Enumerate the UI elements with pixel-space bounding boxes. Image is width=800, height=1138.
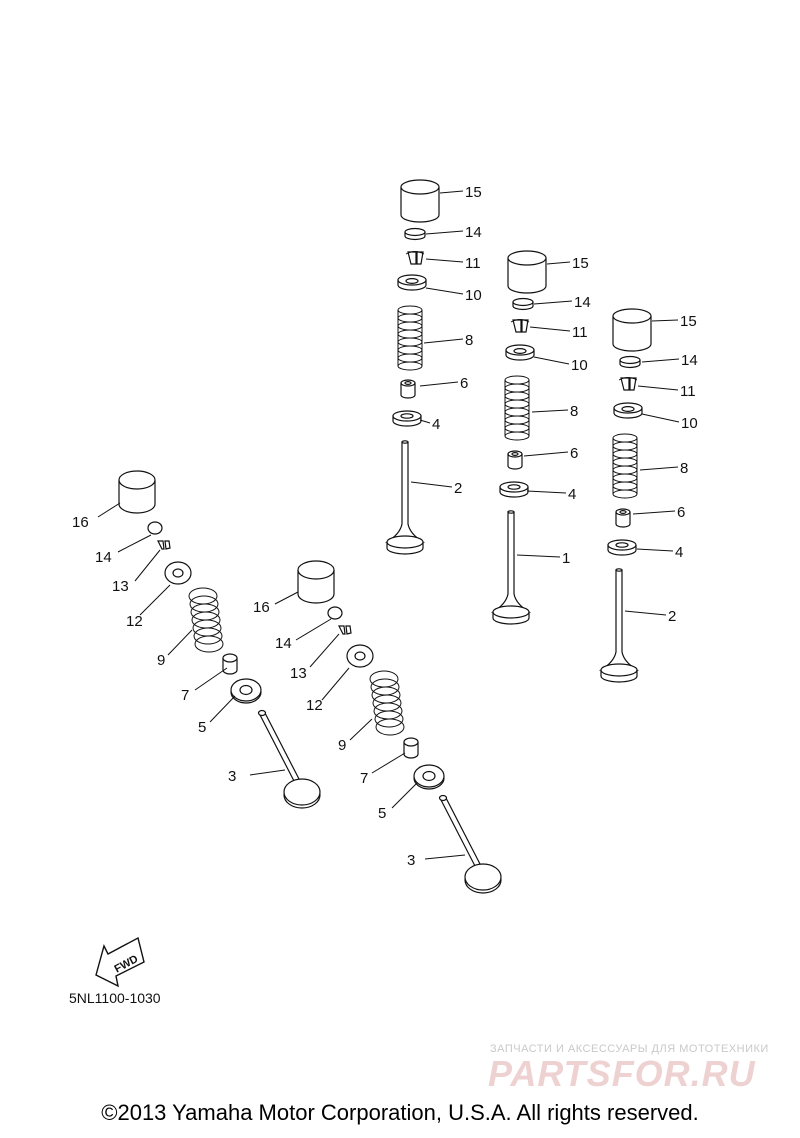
valve-cotter	[510, 318, 530, 333]
valve-assembly-a	[386, 179, 440, 555]
callouts-assembly-b: 15 14 11 10 8 6 4 1	[562, 255, 591, 567]
callout-number: 10	[465, 287, 482, 304]
callouts-assembly-e: 16 14 13 12 9 7 5 3	[253, 599, 415, 869]
callout-number: 13	[112, 578, 129, 595]
callout-number: 5	[378, 805, 386, 822]
valve	[438, 794, 502, 894]
callout-number: 14	[275, 635, 292, 652]
spring-seat	[499, 481, 529, 498]
callout-number: 15	[680, 313, 697, 330]
callout-number: 4	[568, 486, 576, 503]
callout-number: 8	[570, 403, 578, 420]
callout-number: 14	[681, 352, 698, 369]
callout-number: 10	[681, 415, 698, 432]
callout-number: 4	[675, 544, 683, 561]
callout-number: 15	[465, 184, 482, 201]
callout-number: 14	[465, 224, 482, 241]
valve-spring	[397, 305, 423, 371]
valve-stem-seal	[615, 508, 631, 528]
valve	[386, 440, 424, 555]
valve-cotter	[405, 250, 425, 265]
callout-number: 1	[562, 550, 570, 567]
callout-number: 16	[253, 599, 270, 616]
watermark-logo: PARTSFOR.RU	[488, 1053, 756, 1094]
valve-spring	[188, 587, 224, 653]
callout-number: 7	[360, 770, 368, 787]
callout-number: 9	[157, 652, 165, 669]
callout-number: 10	[571, 357, 588, 374]
adjusting-pad	[619, 355, 641, 369]
callout-number: 15	[572, 255, 589, 272]
callout-number: 13	[290, 665, 307, 682]
callout-number: 3	[228, 768, 236, 785]
callout-number: 2	[668, 608, 676, 625]
callout-number: 8	[465, 332, 473, 349]
valve-lifter	[612, 308, 652, 352]
diagram-part-number: 5NL1100-1030	[69, 990, 161, 1006]
spring-retainer	[613, 402, 643, 419]
valve-spring	[612, 433, 638, 499]
valve-stem-seal	[507, 450, 523, 470]
valve-stem-seal	[400, 379, 416, 399]
valve-cotter	[157, 540, 171, 550]
callout-number: 12	[306, 697, 323, 714]
leader-lines	[97, 190, 680, 860]
valve-cotter	[338, 625, 352, 635]
adjusting-pad	[147, 521, 163, 535]
callout-number: 11	[572, 324, 588, 341]
callout-number: 11	[680, 383, 696, 400]
callout-number: 6	[570, 445, 578, 462]
spring-seat	[392, 410, 422, 427]
valve-lifter	[118, 470, 156, 514]
callouts-assembly-a: 15 14 11 10 8 6 4 2	[432, 184, 482, 497]
spring-seat	[607, 539, 637, 556]
callout-number: 8	[680, 460, 688, 477]
callout-number: 14	[95, 549, 112, 566]
valve-assembly-c	[600, 308, 652, 683]
valve-lifter	[507, 250, 547, 294]
callouts-assembly-d: 16 14 13 12 9 7 5 3	[72, 514, 236, 785]
valve-lifter	[400, 179, 440, 223]
valve-stem-seal	[403, 737, 419, 759]
callout-number: 12	[126, 613, 143, 630]
callouts-assembly-c: 15 14 11 10 8 6 4 2	[668, 313, 698, 625]
valve-spring	[504, 375, 530, 441]
spring-retainer	[346, 644, 374, 668]
valve-lifter	[297, 560, 335, 604]
callout-number: 16	[72, 514, 89, 531]
valve	[257, 709, 321, 809]
callout-number: 5	[198, 719, 206, 736]
spring-seat	[230, 678, 262, 704]
valve	[492, 510, 530, 625]
callout-number: 2	[454, 480, 462, 497]
valve-assembly-e	[297, 560, 502, 894]
valve-cotter	[618, 376, 638, 391]
valve	[600, 568, 638, 683]
adjusting-pad	[327, 606, 343, 620]
fwd-arrow-icon: FWD	[95, 936, 145, 988]
valve-stem-seal	[222, 653, 238, 675]
callout-number: 7	[181, 687, 189, 704]
callout-number: 9	[338, 737, 346, 754]
spring-retainer	[164, 561, 192, 585]
adjusting-pad	[404, 227, 426, 241]
callout-number: 6	[460, 375, 468, 392]
spring-retainer	[397, 274, 427, 291]
watermark-subtitle: ЗАПЧАСТИ И АКСЕССУАРЫ ДЛЯ МОТОТЕХНИКИ	[490, 1043, 769, 1055]
callout-number: 3	[407, 852, 415, 869]
callout-number: 14	[574, 294, 591, 311]
copyright-notice: ©2013 Yamaha Motor Corporation, U.S.A. A…	[101, 1100, 699, 1125]
spring-seat	[413, 764, 445, 790]
spring-retainer	[505, 344, 535, 361]
callout-number: 6	[677, 504, 685, 521]
valve-assembly-b	[492, 250, 547, 625]
callout-number: 11	[465, 255, 481, 272]
callout-number: 4	[432, 416, 440, 433]
valve-spring	[369, 670, 405, 736]
adjusting-pad	[512, 297, 534, 311]
